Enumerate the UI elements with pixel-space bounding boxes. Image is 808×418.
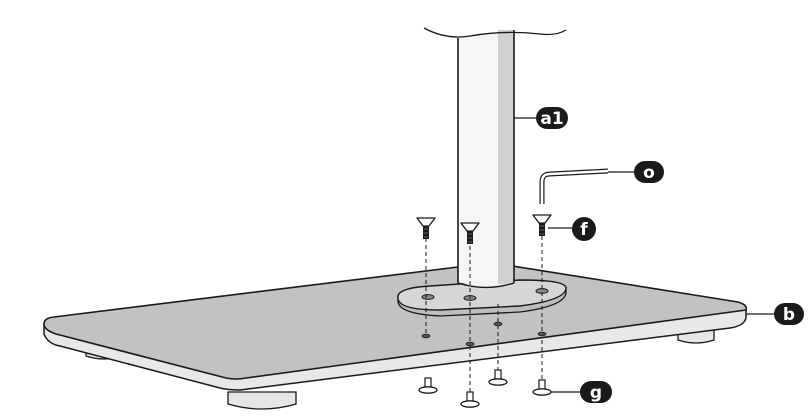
countersunk-screw-icon <box>416 217 436 239</box>
glide-foot-icon <box>488 369 508 386</box>
countersunk-screw-icon <box>532 214 552 236</box>
base-plate <box>43 262 748 410</box>
flange-hole <box>421 294 435 300</box>
plate-top <box>43 262 748 380</box>
svg-text:b: b <box>783 305 795 325</box>
callout-o: o <box>634 161 664 183</box>
svg-text:f: f <box>580 220 588 240</box>
mounting-flange <box>397 279 567 317</box>
glide-foot-icon <box>418 377 438 394</box>
plate-foot-front <box>227 391 297 410</box>
alignment-lines <box>425 236 543 396</box>
tube-break-line <box>423 27 567 38</box>
plate-holes <box>421 321 547 347</box>
callout-g: g <box>580 381 612 403</box>
svg-text:g: g <box>590 383 602 403</box>
callout-b: b <box>774 303 804 325</box>
countersunk-screw-icon <box>460 222 480 244</box>
callout-a1: a1 <box>536 107 568 129</box>
callout-f: f <box>572 217 596 241</box>
svg-text:o: o <box>643 163 655 183</box>
glide-foot-icon <box>532 379 552 396</box>
glide-foot-icon <box>460 391 480 408</box>
leader-lines <box>514 117 774 393</box>
svg-text:a1: a1 <box>540 109 563 129</box>
allen-key-icon <box>539 168 609 204</box>
tube <box>423 27 567 289</box>
